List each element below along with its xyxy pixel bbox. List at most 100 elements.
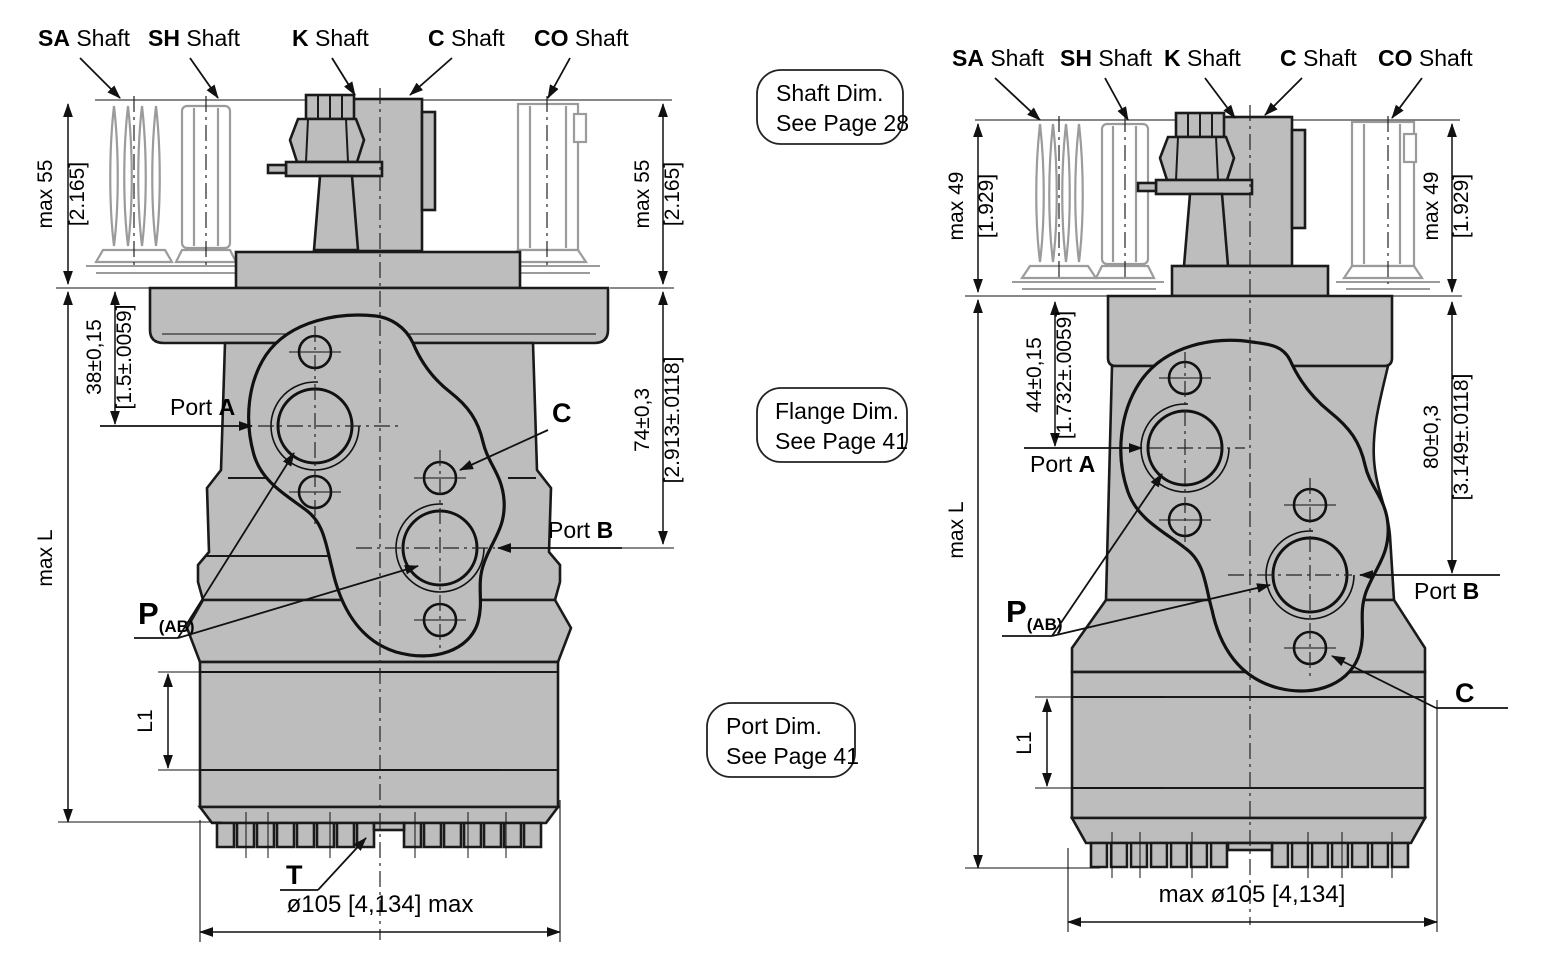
k-shaft-taper — [312, 174, 360, 252]
t-label: T — [286, 860, 303, 890]
shaft-assembly-kc — [266, 93, 437, 253]
dim-max55-left-mm: max 55 — [34, 160, 57, 229]
k-shaft-washer — [1154, 178, 1254, 196]
gear-housing — [198, 660, 560, 809]
c-leader-arrow — [1331, 655, 1437, 709]
spline-teeth-left-group — [1089, 841, 1229, 869]
leader-arrow-k — [1204, 77, 1236, 119]
shaft-label-c: C Shaft — [1280, 45, 1357, 71]
callout-port-line2: See Page 41 — [726, 743, 859, 769]
leader-arrow-sa — [79, 57, 121, 99]
end-cap-right — [1069, 816, 1428, 845]
k-shaft-taper — [1182, 192, 1230, 268]
callout-shaft-dim — [756, 69, 904, 145]
dim-max49-right-mm: max 49 — [1420, 172, 1443, 241]
dim-l1-right-label: L1 — [1013, 731, 1036, 754]
callout-boxes: Shaft Dim. See Page 28 Flange Dim. See P… — [706, 69, 909, 778]
c-shaft-key — [420, 110, 437, 212]
k-shaft-hex-nut — [288, 117, 366, 164]
dim-max49-right-inch: [1.929] — [1450, 174, 1473, 238]
dim-80-inch: [3.149±.0118] — [1450, 374, 1473, 501]
dim-74-mm: 74±0,3 — [631, 388, 654, 452]
annotations-left: Port A Port B C P(AB) T — [100, 394, 622, 891]
dimensions-left: max 55 [2.165] max 55 [2.165] 38±0,15 [1… — [34, 103, 684, 942]
p-ab-label: P(AB) — [138, 596, 195, 636]
dimensions-right: max 49 [1.929] max 49 [1.929] 44±0,15 [1… — [945, 123, 1473, 932]
drain-plate — [372, 821, 406, 832]
shaft-label-sa: SA Shaft — [952, 45, 1045, 71]
p-ab-arrow-a — [177, 452, 295, 639]
leader-arrow-sh — [1104, 77, 1129, 121]
leader-arrow-co — [1391, 77, 1423, 119]
dim-l1-label: L1 — [134, 709, 157, 732]
p-ab-arrow-a — [1051, 473, 1163, 637]
port-a-label: Port A — [1030, 451, 1095, 477]
leader-arrow-sh — [189, 57, 219, 99]
dim-diameter-right-label: max ø105 [4,134] — [1159, 881, 1346, 908]
callout-port-line1: Port Dim. — [726, 713, 822, 739]
dim-maxl-right-label: max L — [945, 501, 968, 558]
shaft-label-co: CO Shaft — [534, 25, 629, 51]
ghost-shaft-co-right — [1341, 120, 1425, 280]
shaft-label-sh: SH Shaft — [148, 25, 241, 51]
k-shaft-hex-nut — [1158, 135, 1236, 182]
spline-teeth-right-group — [402, 821, 543, 849]
p-ab-label: P(AB) — [1006, 594, 1063, 634]
shaft-label-co: CO Shaft — [1378, 45, 1473, 71]
dim-diameter-label: ø105 [4,134] max — [287, 891, 474, 918]
dim-max55-right-inch: [2.165] — [661, 162, 684, 226]
figure-right: max 49 [1.929] max 49 [1.929] 44±0,15 [1… — [945, 45, 1508, 932]
dim-max49-left-mm: max 49 — [945, 172, 968, 241]
leader-arrow-c — [409, 57, 453, 96]
port-a-label: Port A — [170, 394, 235, 420]
shaft-labels-left: SA Shaft SH Shaft K Shaft C Shaft CO Sha… — [38, 25, 629, 99]
callout-port-dim — [706, 702, 856, 778]
spline-teeth-right-group — [1270, 841, 1410, 869]
leader-arrow-co — [547, 57, 571, 99]
end-cap — [197, 805, 561, 825]
k-shaft-washer — [284, 160, 384, 178]
gear-housing-right — [1070, 670, 1427, 820]
centerlines-right — [1058, 105, 1389, 925]
dim-74-inch: [2.913±.0118] — [661, 357, 684, 484]
dim-44-inch: [1.732±.0059] — [1053, 311, 1076, 439]
callout-flange-dim — [756, 387, 908, 463]
dim-80-mm: 80±0,3 — [1420, 405, 1443, 469]
shaft-label-k: K Shaft — [1164, 45, 1241, 71]
port-b-label: Port B — [1414, 578, 1479, 604]
dim-maxl-label: max L — [34, 529, 57, 586]
spline-teeth-left-group — [215, 821, 376, 849]
dim-38-inch: [1.5±.0059] — [113, 305, 136, 410]
dim-max55-left-inch: [2.165] — [66, 162, 89, 226]
port-b-label: Port B — [548, 517, 613, 543]
ghost-shaft-sa-right — [1019, 123, 1099, 280]
dim-max55-right-mm: max 55 — [631, 160, 654, 229]
shaft-label-c: C Shaft — [428, 25, 505, 51]
t-leader-arrow — [317, 837, 367, 891]
dim-38-mm: 38±0,15 — [83, 319, 106, 395]
callout-shaft-line1: Shaft Dim. — [776, 80, 883, 106]
leader-arrow-c — [1264, 77, 1303, 116]
leader-arrow-sa — [994, 77, 1041, 121]
shaft-label-sa: SA Shaft — [38, 25, 131, 51]
c-leader-arrow — [459, 429, 549, 471]
ghost-shaft-co — [507, 102, 589, 264]
shaft-pedestal — [234, 250, 522, 290]
p-ab-arrow-b — [1051, 583, 1271, 637]
shaft-label-k: K Shaft — [292, 25, 369, 51]
shaft-assembly-kc-right — [1136, 111, 1307, 268]
dim-max49-left-inch: [1.929] — [975, 174, 998, 238]
callout-flange-line1: Flange Dim. — [775, 398, 899, 424]
centerlines-left — [133, 88, 548, 940]
c-label: C — [1455, 678, 1475, 708]
figure-left: max 55 [2.165] max 55 [2.165] 38±0,15 [1… — [34, 25, 684, 942]
dim-44-mm: 44±0,15 — [1023, 337, 1046, 413]
c-label: C — [552, 398, 572, 428]
callout-flange-line2: See Page 41 — [775, 428, 908, 454]
annotations-right: Port A Port B C P(AB) — [1002, 443, 1508, 709]
c-shaft-key — [1290, 128, 1307, 230]
shaft-labels-right: SA Shaft SH Shaft K Shaft C Shaft CO Sha… — [952, 45, 1473, 121]
ghost-shaft-sh-right — [1094, 122, 1156, 280]
